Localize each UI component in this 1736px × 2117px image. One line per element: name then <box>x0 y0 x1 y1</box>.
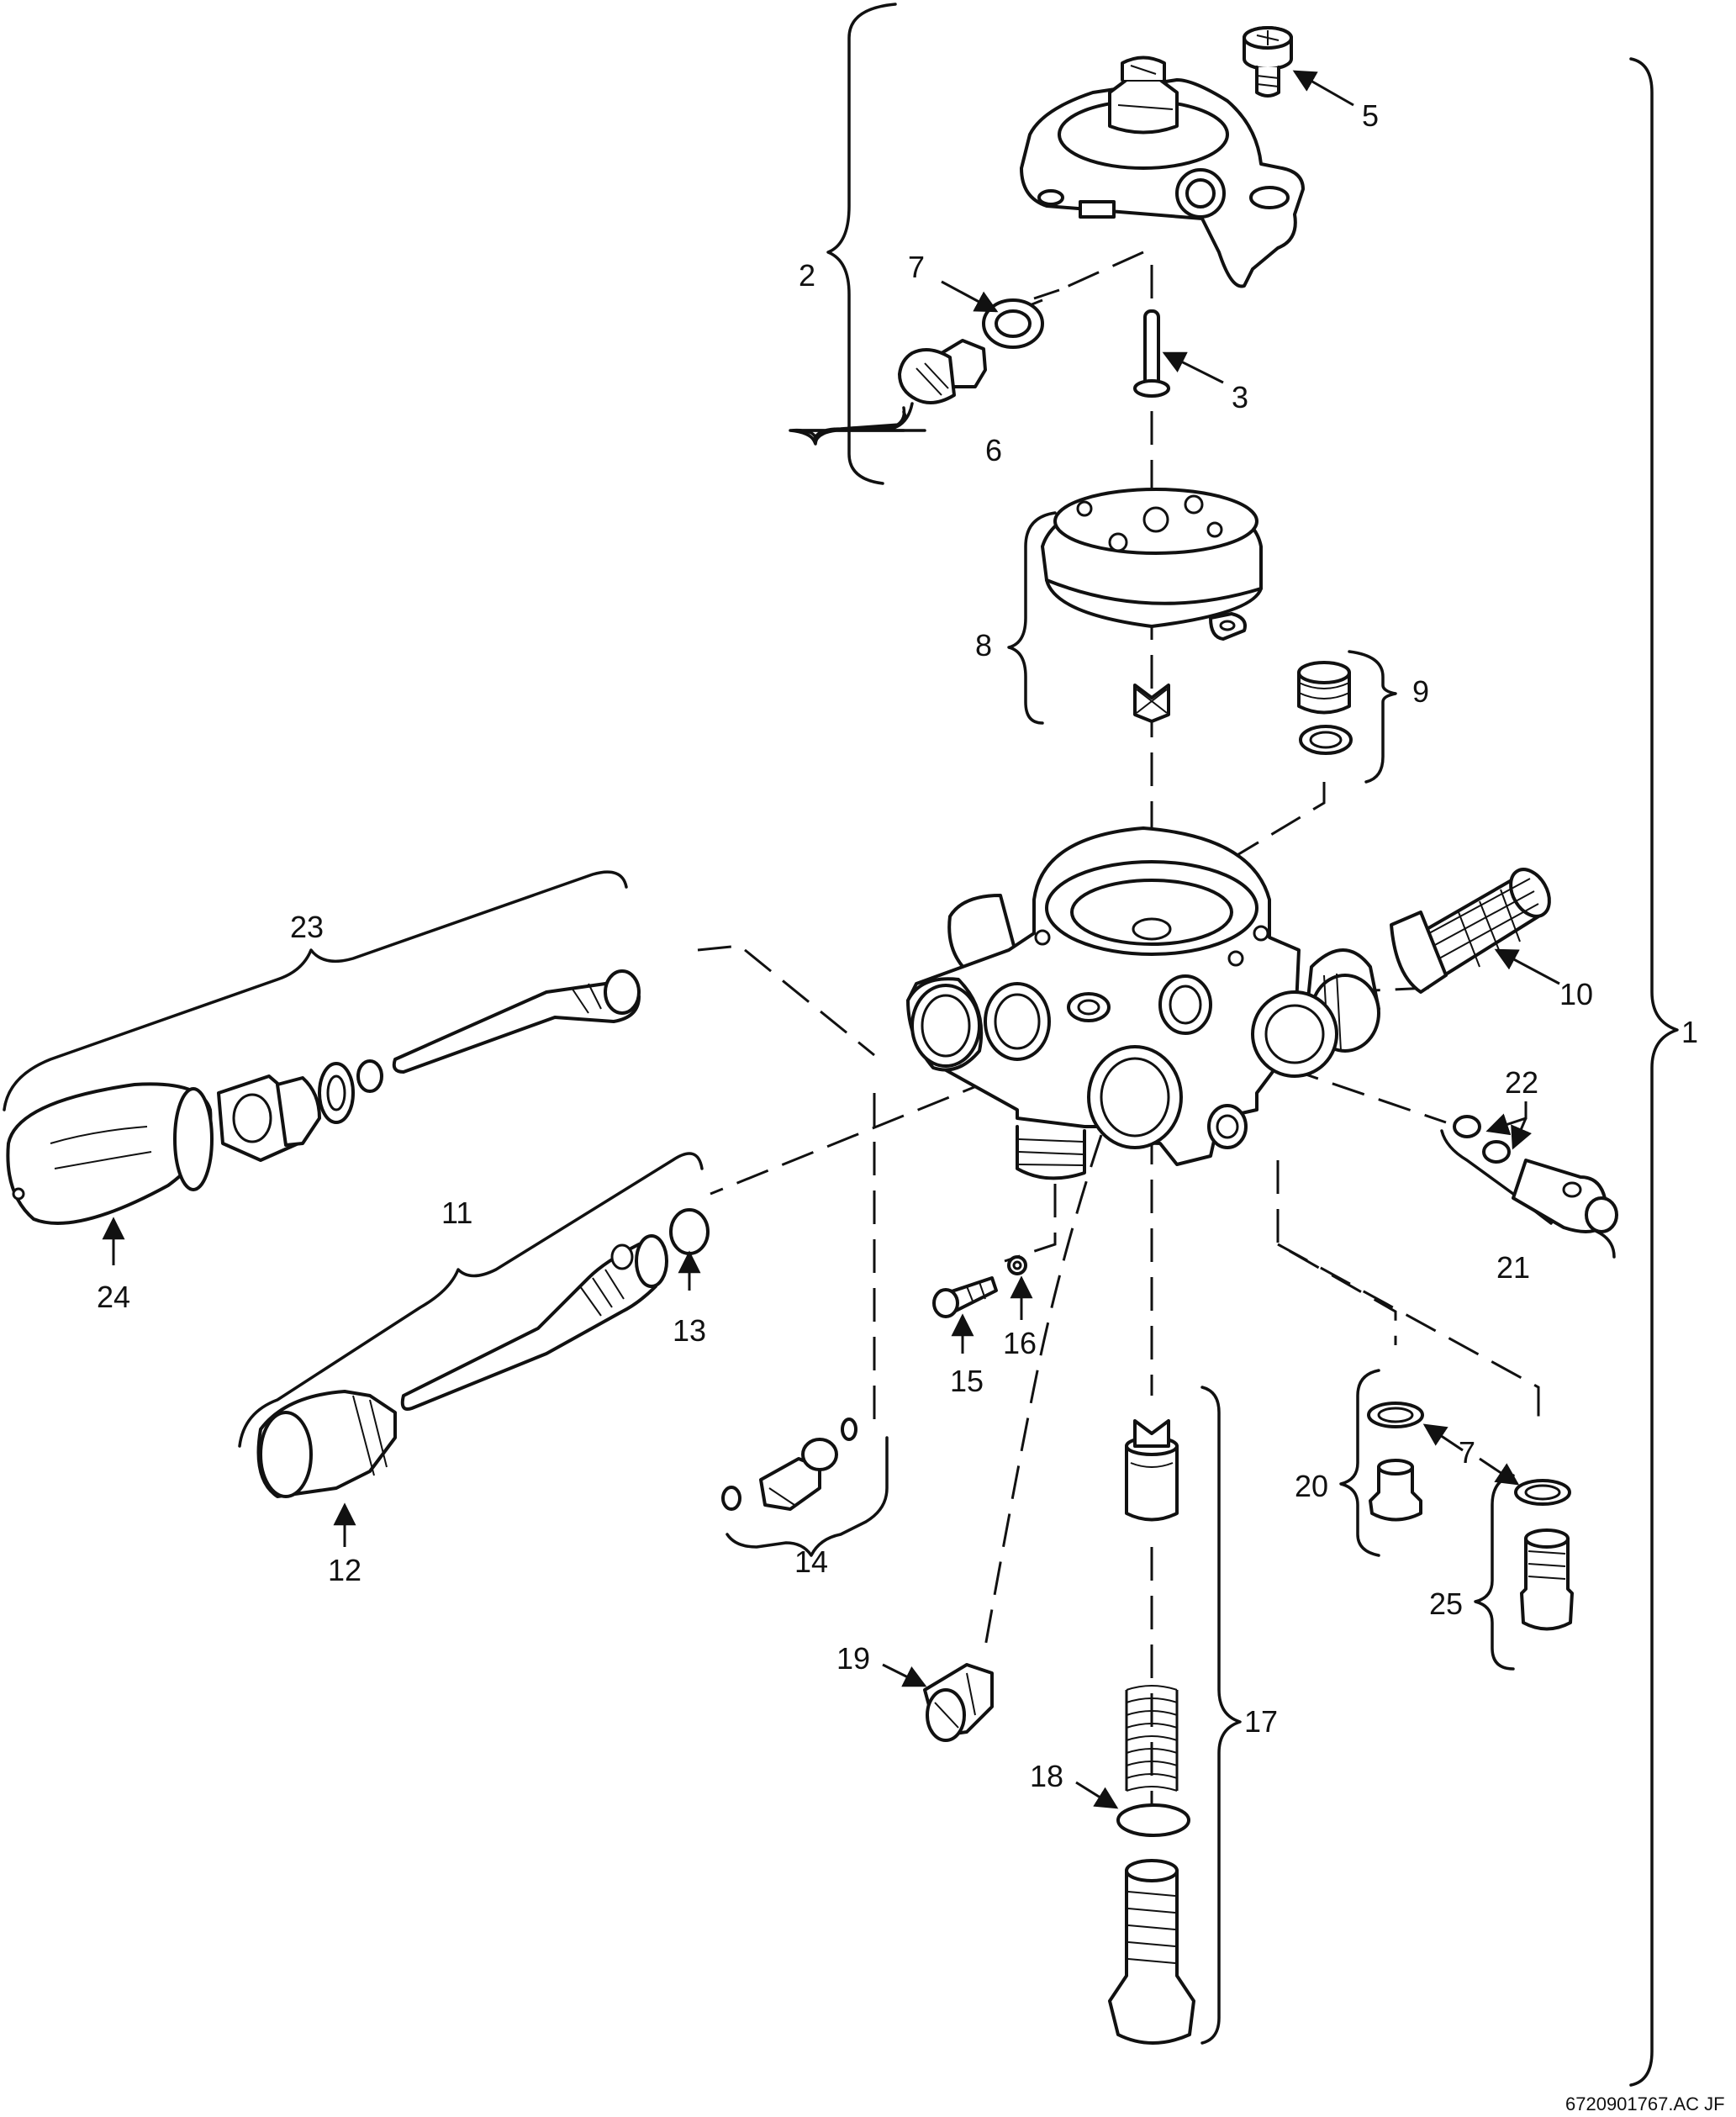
callout-11: 11 <box>441 1196 472 1230</box>
valve-body <box>906 826 1380 1180</box>
drawing-code: 6720901767.AC JF <box>1565 2093 1725 2114</box>
callout-10: 10 <box>1559 977 1593 1011</box>
part-17-spring <box>1125 1685 1179 1792</box>
callout-9: 9 <box>1412 674 1429 709</box>
callout-14: 14 <box>794 1544 828 1579</box>
part-3-pin <box>1133 309 1170 398</box>
assembly-brace-21 <box>1440 1129 1616 1259</box>
callout-22: 22 <box>1505 1065 1538 1100</box>
part-9-insert <box>1297 661 1353 755</box>
part-20-plug <box>1369 1459 1422 1522</box>
assembly-brace-25 <box>1474 1474 1515 1671</box>
part-10-filter <box>1390 868 1551 994</box>
assembly-brace-6b <box>793 406 906 446</box>
callout-labels: 1 2 3 5 6 7 8 9 10 11 12 13 14 15 16 17 … <box>97 98 1698 1793</box>
callout-21: 21 <box>1496 1250 1530 1285</box>
callout-2: 2 <box>799 258 815 293</box>
callout-17: 17 <box>1244 1704 1278 1739</box>
callout-1: 1 <box>1681 1015 1698 1049</box>
part-7-washer-upper <box>982 298 1044 349</box>
callout-15: 15 <box>950 1364 984 1398</box>
assembly-brace-8 <box>1007 511 1057 725</box>
part-25-fitting <box>1520 1528 1574 1631</box>
assembly-brace-17 <box>1200 1386 1242 2045</box>
part-7-washer-lower-right <box>1514 1479 1571 1506</box>
callout-20: 20 <box>1295 1469 1328 1503</box>
coupling-piece <box>1133 684 1170 723</box>
callout-24: 24 <box>97 1280 130 1314</box>
callout-6: 6 <box>985 433 1002 467</box>
callout-18: 18 <box>1030 1759 1063 1793</box>
callout-5: 5 <box>1362 98 1379 133</box>
part-16-lockwasher <box>1007 1255 1027 1275</box>
part-24-cap <box>6 1082 214 1225</box>
callout-23: 23 <box>290 910 324 944</box>
part-14-small-valve <box>721 1417 857 1511</box>
callout-7-lower: 7 <box>1459 1435 1475 1470</box>
assembly-brace-23 <box>3 870 628 1111</box>
part-7-washer-lower-left <box>1367 1402 1424 1428</box>
part-17-nut <box>1108 1859 1195 2045</box>
callout-19: 19 <box>836 1641 870 1676</box>
part-21-valve <box>1512 1159 1618 1233</box>
callout-16: 16 <box>1003 1326 1037 1360</box>
callout-13: 13 <box>673 1313 706 1348</box>
part-6-plug <box>898 339 987 404</box>
callout-12: 12 <box>328 1553 361 1587</box>
part-22-orings <box>1453 1115 1511 1164</box>
leader-arrows <box>102 70 1560 1809</box>
assembly-brace-1 <box>1629 57 1679 2087</box>
part-23-nut <box>217 969 641 1162</box>
callout-7-upper: 7 <box>908 250 925 284</box>
assembly-brace-9 <box>1348 650 1397 784</box>
callout-3: 3 <box>1232 380 1248 414</box>
assembly-brace-2 <box>826 3 897 485</box>
part-18-oring <box>1116 1803 1190 1837</box>
callout-8: 8 <box>975 628 992 663</box>
part-12-fitting <box>256 1390 397 1498</box>
part-2-cover <box>1020 55 1305 288</box>
assembly-brace-11 <box>238 1152 704 1448</box>
part-19-plug <box>923 1663 994 1742</box>
part-5-screw <box>1243 26 1293 98</box>
part-15-screw <box>932 1276 998 1318</box>
part-17-piston <box>1125 1419 1179 1522</box>
part-11-spindle <box>400 1208 710 1411</box>
assembly-brace-14 <box>726 1436 889 1557</box>
callout-25: 25 <box>1429 1586 1463 1621</box>
assembly-brace-20 <box>1339 1369 1380 1557</box>
part-8-diaphragm <box>1041 488 1263 641</box>
